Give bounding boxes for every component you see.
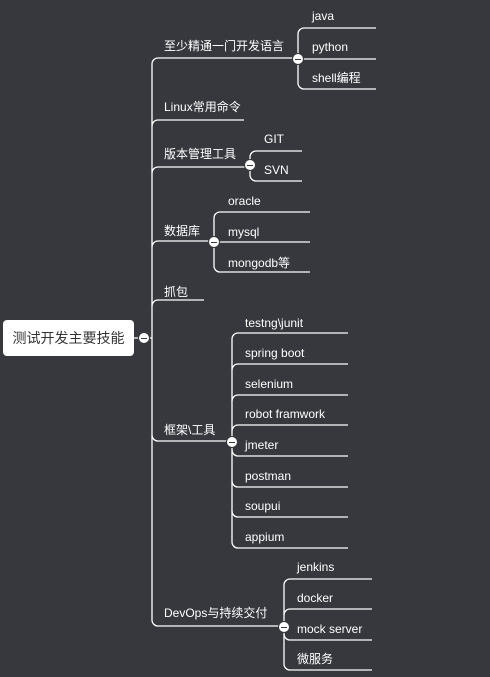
leaf-connector-0-2 — [297, 82, 376, 90]
leaf-spring-boot[interactable]: spring boot — [245, 346, 305, 360]
branch-connector-3 — [151, 240, 214, 248]
branch-connector-5 — [151, 434, 232, 442]
root-node[interactable]: 测试开发主要技能 — [3, 320, 134, 356]
branch-connector-4 — [151, 299, 204, 307]
branch-label-languages[interactable]: 至少精通一门开发语言 — [164, 39, 285, 53]
leaf-docker[interactable]: docker — [297, 591, 334, 605]
branch-label-capture[interactable]: 抓包 — [164, 285, 189, 299]
leaf-connector-0-0 — [297, 27, 376, 35]
branch-collapse-toggle-icon[interactable] — [292, 53, 304, 65]
root-node-label: 测试开发主要技能 — [12, 330, 125, 346]
leaf-connector-3-0 — [231, 332, 348, 340]
branch-collapse-toggle-icon[interactable] — [226, 436, 238, 448]
leaf-testng[interactable]: testng\junit — [245, 316, 304, 330]
branch-label-frameworks[interactable]: 框架\工具 — [164, 423, 216, 437]
branch-connector-6 — [151, 619, 284, 627]
leaf-java[interactable]: java — [312, 9, 335, 23]
branch-collapse-toggle-icon[interactable] — [208, 236, 220, 248]
branch-label-vcs[interactable]: 版本管理工具 — [164, 147, 237, 161]
leaf-connector-2-2 — [213, 265, 310, 273]
leaf-python[interactable]: python — [312, 40, 349, 54]
leaf-connector-3-7 — [231, 541, 348, 549]
root-collapse-toggle-icon[interactable] — [138, 332, 150, 344]
leaf-postman[interactable]: postman — [245, 469, 292, 483]
branch-collapse-toggle-icon[interactable] — [244, 159, 256, 171]
leaf-connector-4-2 — [283, 633, 372, 641]
leaf-connector-3-2 — [231, 394, 348, 402]
branch-label-devops[interactable]: DevOps与持续交付 — [164, 606, 268, 620]
leaf-soupui[interactable]: soupui — [245, 499, 281, 513]
leaf-connector-4-1 — [283, 608, 372, 616]
branch-collapse-toggle-icon[interactable] — [278, 621, 290, 633]
branch-label-linux[interactable]: Linux常用命令 — [164, 100, 241, 114]
leaf-connector-2-0 — [213, 211, 310, 219]
branch-connector-1 — [151, 119, 244, 127]
leaf-robot-framework[interactable]: robot framwork — [245, 407, 326, 421]
leaf-svn[interactable]: SVN — [264, 163, 289, 177]
leaf-connector-3-6 — [231, 510, 348, 518]
leaf-connector-3-3 — [231, 424, 348, 432]
branch-connector-0 — [151, 57, 298, 65]
leaf-connector-4-3 — [283, 663, 372, 671]
leaf-connector-3-4 — [231, 449, 348, 457]
leaf-microservices[interactable]: 微服务 — [297, 652, 334, 666]
leaf-connector-1-1 — [249, 174, 302, 182]
leaf-selenium[interactable]: selenium — [245, 377, 294, 391]
leaf-mock-server[interactable]: mock server — [297, 622, 363, 636]
leaf-mongodb[interactable]: mongodb等 — [228, 256, 291, 270]
leaf-mysql[interactable]: mysql — [228, 225, 260, 239]
leaf-appium[interactable]: appium — [245, 530, 285, 544]
leaf-jenkins[interactable]: jenkins — [297, 560, 335, 574]
leaf-jmeter[interactable]: jmeter — [245, 438, 279, 452]
leaf-git[interactable]: GIT — [264, 132, 284, 146]
leaf-connector-4-0 — [283, 578, 372, 586]
leaf-connector-3-5 — [231, 480, 348, 488]
branch-label-database[interactable]: 数据库 — [164, 224, 201, 238]
leaf-oracle[interactable]: oracle — [228, 194, 261, 208]
leaf-connector-1-0 — [249, 150, 302, 158]
leaf-shell[interactable]: shell编程 — [312, 71, 361, 85]
leaf-connector-3-1 — [231, 363, 348, 371]
branch-connector-2 — [151, 166, 250, 174]
